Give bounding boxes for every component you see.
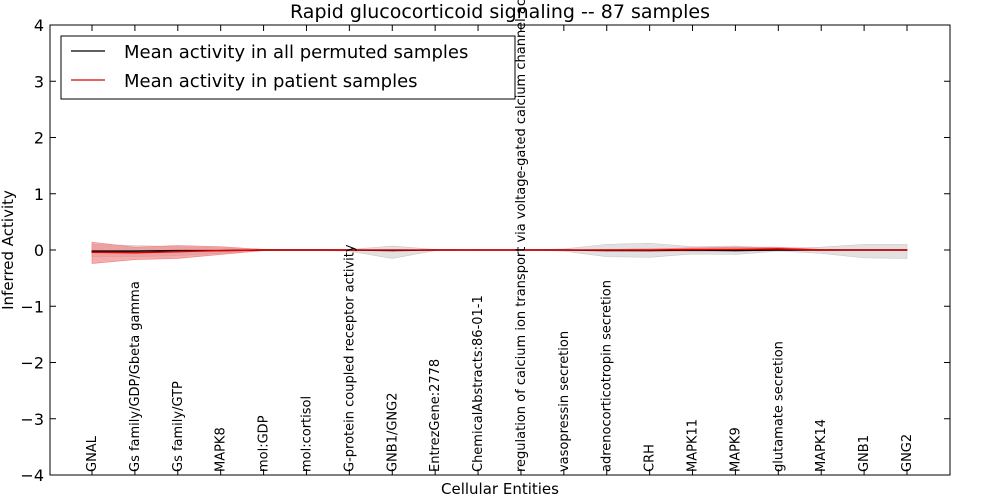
series-point-1 [434,249,436,251]
x-tick-label: EntrezGene:2778 [428,359,443,472]
x-tick-label: G-protein coupled receptor activity [342,244,357,472]
y-tick-label: 0 [34,241,44,260]
series-point-1 [734,248,737,251]
series-point-1 [305,249,308,251]
series-point-1 [477,249,479,251]
plot-frame [49,24,951,476]
y-tick-label: −3 [20,410,44,429]
y-tick-label: 4 [34,16,44,35]
x-tick-label: Gs family/GTP [171,381,186,472]
x-axis-label: Cellular Entities [441,480,559,498]
series-point-1 [177,251,179,253]
series-line-1 [91,248,907,254]
legend-label-patient: Mean activity in patient samples [124,71,418,92]
y-tick-label: −1 [20,297,44,316]
legend: Mean activity in all permuted samples Me… [60,35,516,100]
series-point-1 [649,249,651,251]
x-tick-label: vasopressin secretion [557,331,572,472]
series-point-1 [348,249,350,251]
y-axis-label: Inferred Activity [0,190,17,310]
series-point-0 [734,249,737,252]
x-tick-label: MAPK11 [686,419,701,472]
x-tick-label: GNAL [85,435,100,472]
series-point-1 [91,251,93,253]
series-point-1 [134,252,136,254]
y-tick-label: −4 [20,466,44,485]
series-point-1 [820,249,822,251]
series-point-1 [391,249,393,251]
x-tick-label: regulation of calcium ion transport via … [514,0,529,472]
x-tick-label: adrenocorticotropin secretion [600,280,615,472]
series-point-1 [520,249,522,251]
chart-title: Rapid glucocorticoid signaling -- 87 sam… [290,1,710,23]
series-point-1 [606,249,608,251]
x-tick-label: MAPK9 [728,427,743,472]
series-point-1 [777,248,779,250]
series-point-1 [906,249,908,251]
y-tick-label: 3 [34,72,44,91]
x-tick-label: GNB1 [857,435,872,472]
series-point-1 [262,249,265,251]
series-point-0 [777,249,779,251]
x-tick-label: GNB1/GNG2 [385,392,400,472]
y-tick-label: 1 [34,185,44,204]
x-tick-label: mol:GDP [257,415,272,472]
x-tick-label: mol:cortisol [299,396,314,472]
legend-box [60,35,516,100]
series-point-1 [691,248,694,251]
legend-label-permuted: Mean activity in all permuted samples [124,42,468,63]
y-tick-label: −2 [20,354,44,373]
series-point-0 [134,250,136,252]
x-tick-label: MAPK8 [214,427,229,472]
x-tick-label: glutamate secretion [771,341,786,472]
series-band-0 [91,242,908,259]
x-tick-label: GNG2 [900,434,915,472]
series-point-1 [863,249,865,251]
x-tick-label: MAPK14 [814,419,829,472]
y-tick-label: 2 [34,129,44,148]
series-point-0 [91,250,93,252]
series-point-1 [563,249,565,251]
x-tick-label: ChemicalAbstracts:86-01-1 [471,295,486,472]
series-point-1 [220,249,222,252]
series-point-0 [177,249,179,252]
x-tick-label: Gs family/GDP/Gbeta gamma [128,281,143,472]
x-tick-label: CRH [643,444,658,472]
